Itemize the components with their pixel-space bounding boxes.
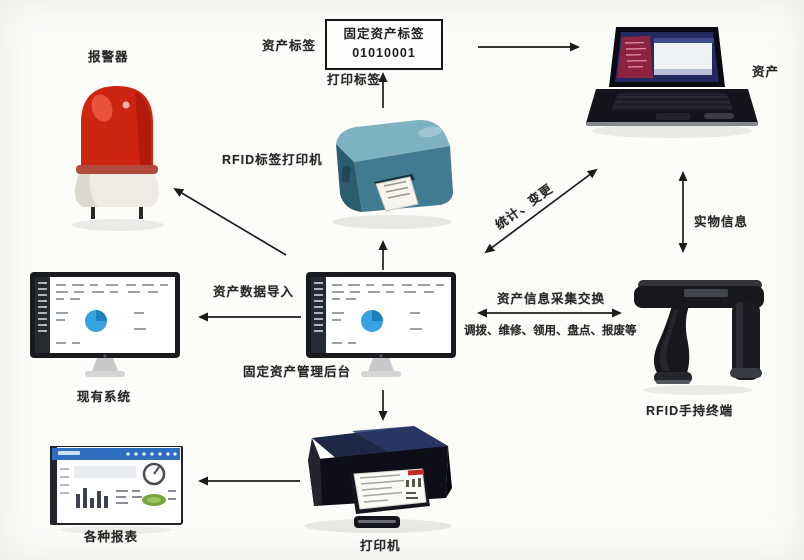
- rfid-label-printer-illustration: [312, 110, 462, 232]
- alarm-label: 报警器: [88, 50, 129, 64]
- data-import-edge-label: 资产数据导入: [213, 285, 295, 299]
- print-tag-edge-label: 打印标签: [327, 73, 382, 87]
- physical-info-edge-label: 实物信息: [694, 215, 749, 229]
- reports-screen-illustration: [50, 446, 187, 534]
- asset-tag-box-code: 01010001: [352, 46, 416, 61]
- arrow-stats-change: [484, 168, 598, 254]
- asset-tag-edge-label: 资产标签: [262, 39, 317, 53]
- label-printer-label: RFID标签打印机: [222, 153, 323, 167]
- reports-label: 各种报表: [84, 530, 139, 544]
- rfid-handheld-illustration: [626, 268, 776, 398]
- alarm-beacon-illustration: [60, 75, 175, 233]
- arrow-backend-to-alarm: [173, 187, 287, 256]
- asset-tag-box-title: 固定资产标签: [343, 27, 425, 41]
- info-exchange-edge-label: 资产信息采集交换: [497, 292, 606, 306]
- asset-laptop-label: 资产: [752, 65, 780, 79]
- existing-system-label: 现有系统: [77, 390, 132, 404]
- backend-label: 固定资产管理后台: [243, 365, 352, 379]
- printer-label: 打印机: [360, 539, 401, 553]
- asset-laptop-illustration: [586, 25, 758, 140]
- operations-edge-label: 调拨、维修、领用、盘点、报废等: [464, 325, 637, 337]
- backend-monitor-illustration: [306, 272, 456, 384]
- handheld-label: RFID手持终端: [646, 404, 734, 418]
- asset-tag-box: 固定资产标签 01010001: [325, 19, 443, 70]
- existing-system-monitor-illustration: [30, 272, 180, 384]
- printer-illustration: [292, 418, 464, 538]
